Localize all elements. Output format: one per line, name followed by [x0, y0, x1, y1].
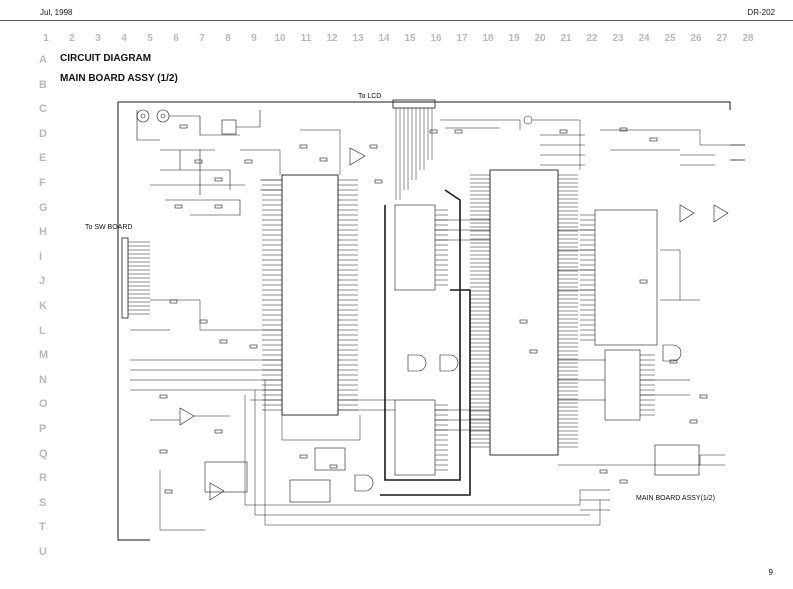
row-index-label: Q — [39, 447, 48, 460]
column-index-label: 2 — [69, 33, 75, 44]
column-index-label: 15 — [404, 33, 416, 44]
board-outline-top — [118, 101, 731, 110]
row-index-label: O — [39, 398, 48, 411]
row-index-label: G — [39, 201, 48, 214]
opamp-symbols — [179, 147, 729, 501]
logic-gates — [354, 344, 682, 492]
row-index-label: J — [39, 275, 46, 288]
diagram-subtitle: MAIN BOARD ASSY (1/2) — [60, 73, 178, 84]
column-index-label: 7 — [199, 33, 205, 44]
row-index-label: C — [39, 103, 47, 116]
wiring — [130, 115, 730, 531]
row-index-label: A — [39, 54, 47, 66]
row-index-label: E — [39, 152, 47, 165]
header-date: Jul, 1998 — [40, 8, 73, 17]
column-index-label: 14 — [378, 33, 390, 44]
column-index-label: 11 — [300, 33, 312, 44]
label-to-lcd: To LCD — [358, 93, 382, 100]
column-index-label: 17 — [456, 33, 468, 44]
row-index-label: L — [39, 324, 46, 337]
column-index-label: 9 — [251, 33, 257, 44]
row-index-label: B — [39, 78, 47, 91]
lcd-connector — [392, 99, 436, 200]
column-index-label: 27 — [716, 33, 728, 44]
row-index-label: N — [39, 373, 47, 386]
header-model: DR-202 — [747, 8, 775, 17]
board-outline — [117, 102, 150, 541]
column-index-label: 12 — [326, 33, 338, 44]
resistors — [159, 124, 708, 494]
column-index-label: 25 — [664, 33, 676, 44]
row-index-label: D — [39, 127, 47, 140]
row-index-label: U — [39, 546, 47, 558]
column-index-label: 1 — [43, 33, 49, 44]
input-jacks — [136, 109, 261, 216]
column-index-label: 8 — [225, 33, 231, 44]
row-index-label: F — [39, 177, 46, 189]
row-index-label: R — [39, 472, 47, 485]
label-main-board-assy: MAIN BOARD ASSY(1/2) — [636, 495, 715, 502]
column-index-label: 10 — [274, 33, 286, 44]
column-index-label: 19 — [508, 33, 520, 44]
row-index-label: K — [39, 300, 47, 312]
sw-board-connector — [121, 237, 150, 319]
column-index-label: 18 — [482, 33, 494, 44]
diagram-title: CIRCUIT DIAGRAM — [60, 53, 152, 64]
data-bus — [380, 189, 471, 496]
dsp-chip — [470, 169, 578, 456]
column-index-label: 26 — [690, 33, 702, 44]
column-index-label: 23 — [612, 33, 624, 44]
column-index-label: 4 — [121, 33, 127, 44]
sram-chip-right — [580, 209, 658, 346]
page-number: 9 — [768, 568, 773, 577]
row-index-label: S — [39, 496, 47, 509]
column-index-label: 22 — [586, 33, 598, 44]
memory-chip-lower — [394, 399, 448, 476]
reset-ic — [204, 444, 700, 503]
column-index-label: 3 — [95, 33, 101, 44]
row-index-label: I — [39, 250, 43, 263]
row-index-label: H — [39, 226, 47, 239]
row-index-label: P — [39, 423, 47, 435]
label-to-sw-board: To SW BOARD — [85, 224, 133, 231]
column-index-label: 6 — [173, 33, 179, 44]
column-index-label: 21 — [560, 33, 572, 44]
header-rule — [0, 20, 793, 21]
column-index-label: 20 — [534, 33, 546, 44]
sram-chip-lower — [604, 349, 655, 421]
memory-chip-upper — [394, 204, 448, 291]
column-index-label: 28 — [742, 33, 754, 44]
column-index-label: 13 — [352, 33, 364, 44]
row-index-label: M — [39, 349, 49, 362]
column-index-label: 5 — [147, 33, 153, 44]
column-index-label: 24 — [638, 33, 650, 44]
row-index-label: T — [39, 521, 46, 534]
column-index-label: 16 — [430, 33, 442, 44]
main-cpu — [262, 174, 358, 416]
